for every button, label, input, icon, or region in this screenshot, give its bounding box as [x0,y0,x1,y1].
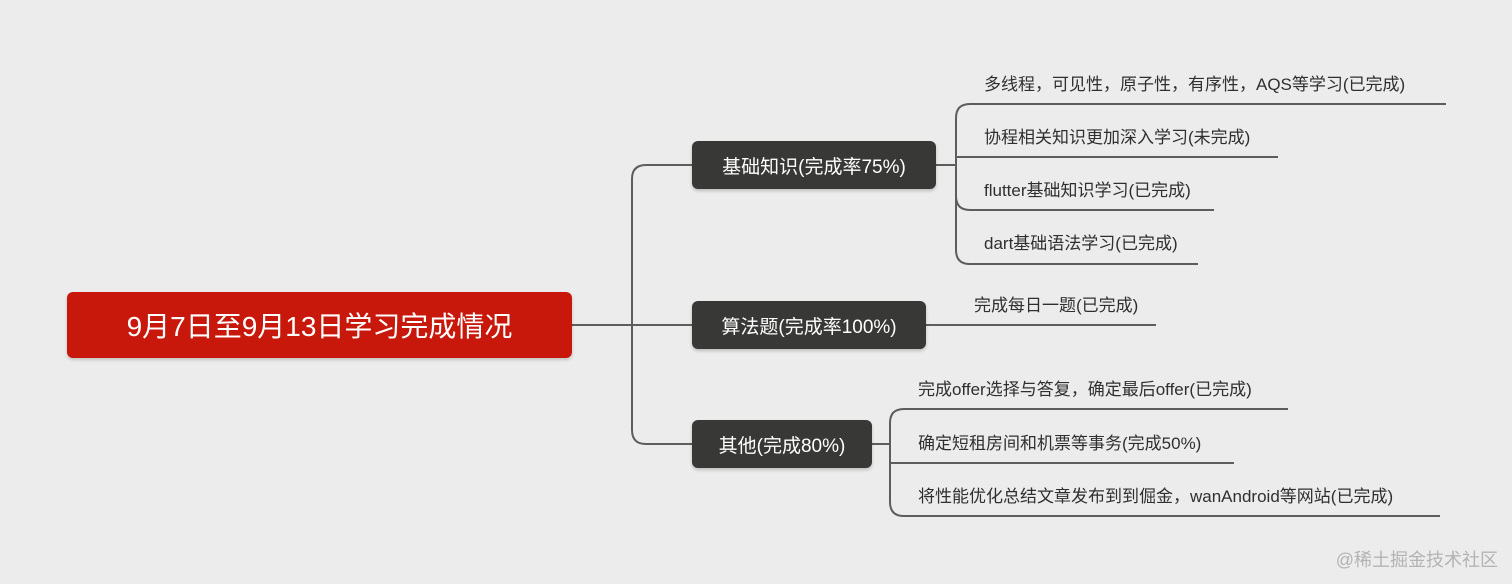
branch-1-leaf-connectors [936,103,1446,265]
watermark: @稀土掘金技术社区 [1335,550,1498,570]
leaf-item[interactable]: 完成offer选择与答复，确定最后offer(已完成) [918,380,1252,399]
branch-label: 算法题(完成率100%) [721,316,897,338]
branch-algorithms[interactable]: 算法题(完成率100%) [692,301,926,349]
leaf-item[interactable]: dart基础语法学习(已完成) [984,234,1178,253]
root-label: 9月7日至9月13日学习完成情况 [126,311,513,342]
leaf-item[interactable]: 将性能优化总结文章发布到到倔金，wanAndroid等网站(已完成) [918,487,1394,506]
leaf-item[interactable]: 协程相关知识更加深入学习(未完成) [984,128,1251,147]
branch-label: 基础知识(完成率75%) [722,156,906,178]
leaf-item[interactable]: flutter基础知识学习(已完成) [984,181,1191,200]
root-node[interactable]: 9月7日至9月13日学习完成情况 [67,292,572,358]
branch-label: 其他(完成80%) [718,435,846,457]
trunk-connector [631,164,692,445]
leaf-item[interactable]: 确定短租房间和机票等事务(完成50%) [918,434,1202,453]
leaf-item[interactable]: 完成每日一题(已完成) [974,296,1139,315]
leaf-item[interactable]: 多线程，可见性，原子性，有序性，AQS等学习(已完成) [984,75,1406,94]
branch-3-leaf-connectors [872,408,1440,517]
branch-other[interactable]: 其他(完成80%) [692,420,872,468]
branch-basic-knowledge[interactable]: 基础知识(完成率75%) [692,141,936,189]
